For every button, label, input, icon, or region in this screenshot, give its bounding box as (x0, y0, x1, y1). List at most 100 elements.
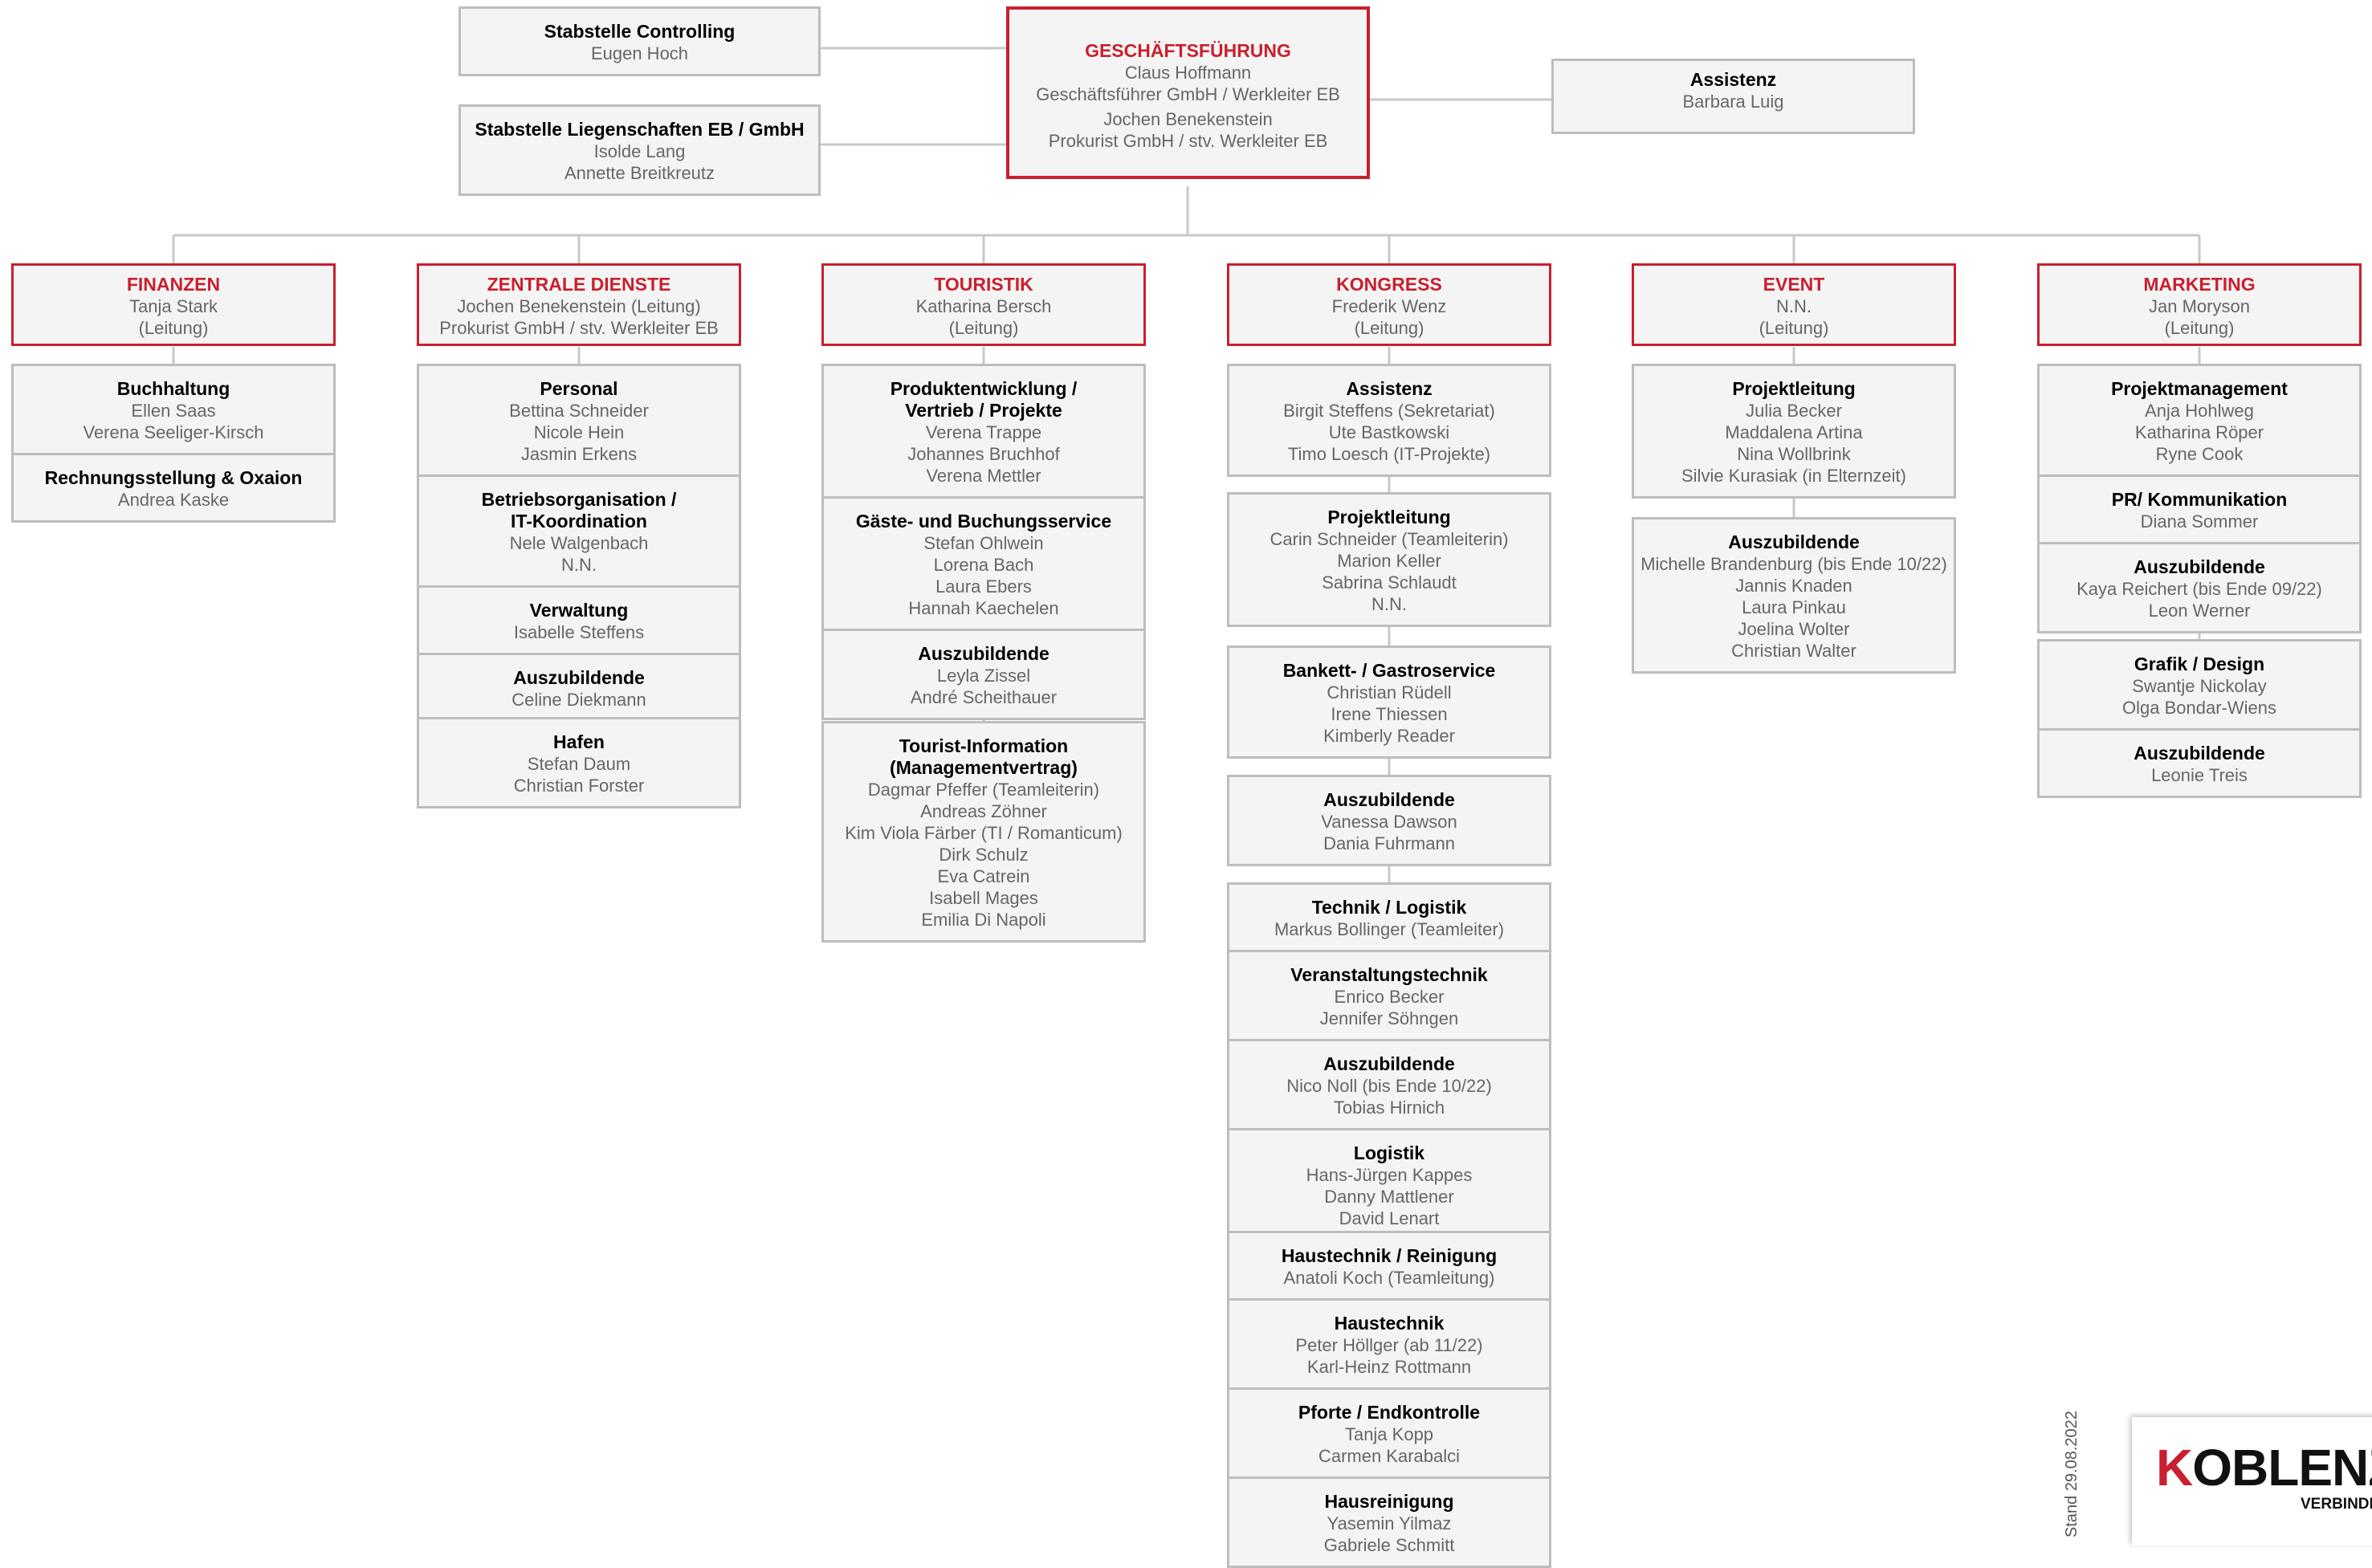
team-member: Kaya Reichert (bis Ende 09/22) (2077, 579, 2322, 599)
team-member: Sabrina Schlaudt (1322, 572, 1457, 593)
team-title: Betriebsorganisation / (481, 489, 677, 510)
logo-wordmark: KOBLENZ (2156, 1439, 2372, 1497)
team-member: Dagmar Pfeffer (Teamleiterin) (867, 780, 1100, 800)
team-member: Silvie Kurasiak (in Elternzeit) (1681, 466, 1906, 486)
team-member: Katharina Röper (2134, 422, 2264, 442)
team-member: Christian Walter (1731, 641, 1856, 661)
team-member: Bettina Schneider (509, 401, 649, 421)
team-member: Ryne Cook (2155, 444, 2244, 464)
department-lead: (Leitung) (138, 318, 209, 338)
team-member: Isabell Mages (929, 888, 1038, 908)
team-member: Irene Thiessen (1331, 704, 1448, 724)
team-member: Isabelle Steffens (513, 622, 645, 642)
team-title: Pforte / Endkontrolle (1298, 1402, 1481, 1423)
department-lead: Tanja Stark (128, 296, 218, 316)
team-member: Ellen Saas (131, 401, 216, 421)
gf-line: Prokurist GmbH / stv. Werkleiter EB (1048, 131, 1328, 151)
team-title: Hausreinigung (1324, 1491, 1454, 1512)
gf-title: GESCHÄFTSFÜHRUNG (1085, 40, 1291, 61)
team-member: Enrico Becker (1334, 987, 1445, 1007)
department-lead: Jan Moryson (2149, 296, 2250, 316)
team-member: Marion Keller (1337, 551, 1441, 571)
team-title: Auszubildende (2134, 743, 2265, 764)
team-member: Stefan Daum (527, 754, 631, 774)
team-title: Technik / Logistik (1311, 897, 1467, 918)
team-title: Auszubildende (513, 667, 645, 688)
team-member: Nele Walgenbach (509, 533, 649, 553)
team-member: Yasemin Yilmaz (1327, 1513, 1452, 1533)
team-member: Markus Bollinger (Teamleiter) (1274, 919, 1505, 939)
department-lead: Prokurist GmbH / stv. Werkleiter EB (439, 318, 719, 338)
team-member: Michelle Brandenburg (bis Ende 10/22) (1640, 554, 1947, 574)
team-title: Grafik / Design (2134, 654, 2265, 674)
team-title: Projektleitung (1732, 378, 1856, 399)
team-member: Nina Wollbrink (1737, 444, 1851, 464)
gf-line: Claus Hoffmann (1124, 63, 1252, 83)
team-title: Produktentwicklung / (890, 378, 1078, 399)
department-lead: (Leitung) (1759, 318, 1829, 338)
team-title: Veranstaltungstechnik (1290, 964, 1488, 985)
team-title: Rechnungsstellung & Oxaion (44, 467, 303, 488)
gf-line: Jochen Benekenstein (1103, 109, 1273, 129)
department-title: FINANZEN (126, 274, 221, 295)
team-member: Kimberly Reader (1323, 726, 1455, 746)
box-name: Barbara Luig (1682, 92, 1784, 112)
team-member: Birgit Steffens (Sekretariat) (1283, 401, 1495, 421)
logo-tagline: VERBINDET. (2301, 1496, 2372, 1513)
team-member: Vanessa Dawson (1321, 812, 1457, 832)
box-title: Stabstelle Liegenschaften EB / GmbH (475, 119, 805, 140)
team-member: Leonie Treis (2151, 765, 2248, 785)
team-title: Verwaltung (529, 600, 629, 621)
department-title: TOURISTIK (934, 274, 1033, 295)
team-member: Peter Höllger (ab 11/22) (1295, 1335, 1483, 1355)
team-member: Verena Trappe (925, 422, 1042, 442)
team-member: N.N. (1371, 594, 1407, 614)
team-title: Bankett- / Gastroservice (1282, 660, 1496, 681)
team-member: Karl-Heinz Rottmann (1306, 1357, 1472, 1377)
department-lead: N.N. (1776, 296, 1812, 316)
koblenz-logo: KOBLENZ VERBINDET. (2132, 1417, 2372, 1546)
box-name: Isolde Lang (593, 141, 686, 161)
team-member: Anatoli Koch (Teamleitung) (1283, 1268, 1495, 1288)
team-member: Julia Becker (1746, 401, 1842, 421)
team-title: Buchhaltung (116, 378, 230, 399)
team-cell: Tourist-Information(Managementvertrag)Da… (821, 721, 1146, 943)
team-title: Vertrieb / Projekte (905, 400, 1062, 421)
department-lead: Katharina Bersch (915, 296, 1052, 316)
team-title: Projektmanagement (2111, 378, 2288, 399)
team-member: Leyla Zissel (936, 666, 1031, 686)
team-member: Hans-Jürgen Kappes (1306, 1165, 1473, 1185)
team-member: Kim Viola Färber (TI / Romanticum) (845, 823, 1123, 843)
team-member: Gabriele Schmitt (1323, 1535, 1455, 1555)
team-member: Eva Catrein (937, 866, 1030, 886)
team-member: Jennifer Söhngen (1319, 1008, 1459, 1028)
